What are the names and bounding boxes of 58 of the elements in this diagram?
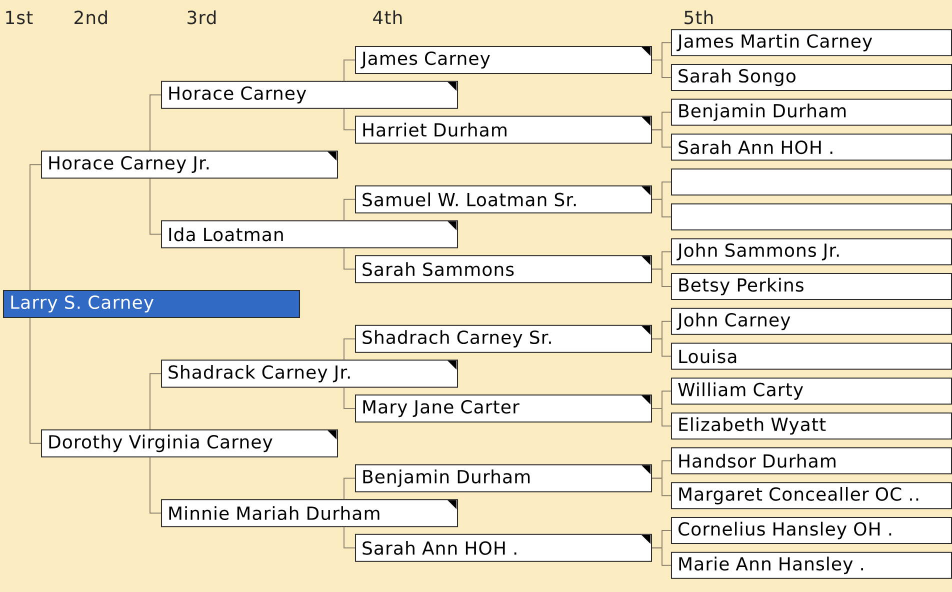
name-box: Mary Jane Carter: [355, 394, 652, 423]
connector-line: [150, 373, 162, 430]
name-box: Louisa: [671, 342, 952, 370]
empty-box: [671, 168, 952, 196]
connector-line: [652, 60, 672, 78]
name-box: Benjamin Durham: [671, 98, 952, 126]
name-box: Sarah Ann HOH .: [671, 134, 952, 161]
connector-line: [652, 478, 672, 496]
connector-line: [344, 108, 356, 130]
name-box: Margaret Concealler OC ..: [671, 482, 952, 510]
name-box: Marie Ann Hansley .: [671, 552, 952, 579]
name-box: Minnie Mariah Durham: [161, 499, 458, 528]
name-box: John Sammons Jr.: [671, 238, 952, 266]
name-box: Horace Carney Jr.: [41, 150, 338, 179]
connector-line: [150, 94, 162, 152]
name-box: James Carney: [355, 46, 652, 74]
connector-line: [652, 338, 672, 357]
name-box: Harriet Durham: [355, 116, 652, 144]
connector-line: [344, 198, 356, 221]
name-box: Samuel W. Loatman Sr.: [355, 185, 652, 214]
connector-line: [344, 526, 356, 548]
name-box: Elizabeth Wyatt: [671, 412, 952, 440]
connector-line: [30, 164, 42, 290]
name-box: Ida Loatman: [161, 220, 458, 248]
connector-line: [652, 129, 672, 148]
name-box: Sarah Sammons: [355, 255, 652, 284]
name-box: Sarah Ann HOH .: [355, 534, 652, 562]
column-heading: 3rd: [188, 10, 216, 24]
column-heading: 1st: [6, 10, 33, 24]
column-heading: 5th: [684, 10, 713, 24]
connector-line: [344, 478, 356, 500]
name-box: Benjamin Durham: [355, 464, 652, 492]
connector-line: [344, 60, 356, 82]
name-box: Dorothy Virginia Carney: [41, 429, 338, 458]
connector-line: [344, 248, 356, 270]
name-box: Horace Carney: [161, 80, 458, 109]
connector-line: [652, 268, 672, 288]
name-box: Handsor Durham: [671, 447, 952, 474]
name-box: William Carty: [671, 378, 952, 405]
column-heading: 2nd: [74, 10, 107, 24]
connector-line: [344, 387, 356, 410]
connector-line: [652, 547, 672, 566]
connector-line: [652, 408, 672, 426]
connector-line: [652, 198, 672, 218]
name-box: Shadrack Carney Jr.: [161, 360, 458, 388]
connector-line: [30, 317, 42, 444]
connector-line: [150, 456, 162, 514]
name-box: Cornelius Hansley OH .: [671, 517, 952, 544]
name-box: Sarah Songo: [671, 64, 952, 91]
column-heading: 4th: [373, 10, 402, 24]
connector-line: [344, 338, 356, 360]
connector-line: [150, 178, 162, 235]
name-box: James Martin Carney: [671, 29, 952, 56]
name-box: John Carney: [671, 308, 952, 335]
highlighted-name-box: Larry S. Carney: [3, 290, 300, 318]
name-box: Shadrach Carney Sr.: [355, 324, 652, 353]
name-box: Betsy Perkins: [671, 273, 952, 300]
empty-box: [671, 203, 952, 230]
